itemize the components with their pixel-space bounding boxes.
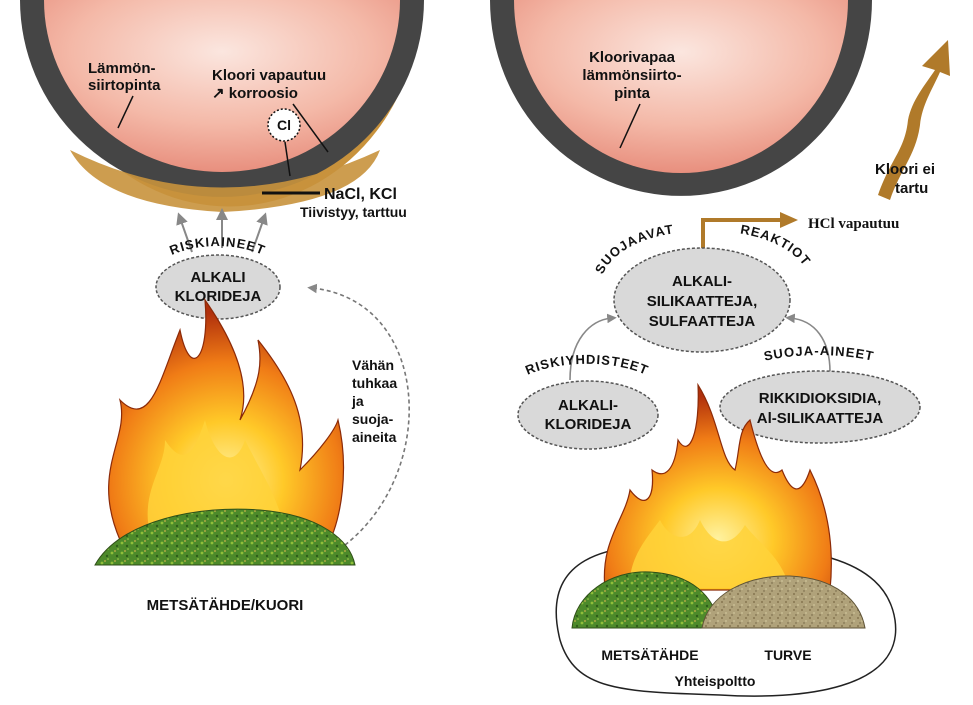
side-note-4: suoja-	[352, 411, 394, 427]
right-pipe-label-3: pinta	[614, 85, 650, 102]
side-note: Vähän tuhkaa ja suoja- aineita	[351, 357, 397, 445]
chlorine-release-label-1: Kloori vapautuu	[212, 67, 326, 84]
right-oval-label-1: RIKKIDIOKSIDIA,	[759, 390, 882, 407]
left-to-center-arrow	[570, 318, 612, 380]
chlorine-release-label-2: ↗ korroosio	[212, 85, 298, 102]
escape-label-1: Kloori ei	[875, 161, 935, 178]
right-panel: Kloorivapaa lämmönsiirto- pinta Kloori e…	[490, 0, 950, 696]
right-pipe-label-1: Kloorivapaa	[589, 49, 676, 66]
alkali-chlorides-label-1: ALKALI	[191, 269, 246, 286]
side-note-2: tuhkaa	[352, 375, 397, 391]
right-alkali-chlorides-oval	[518, 381, 658, 449]
left-oval-label-1: ALKALI-	[558, 397, 618, 414]
escape-label-2: tartu	[895, 180, 928, 197]
side-note-1: Vähän	[352, 357, 394, 373]
protective-agents-arc-label: SUOJA-AINEET	[762, 343, 875, 364]
condense-label: Tiivistyy, tarttuu	[300, 204, 407, 220]
center-oval-label-3: SULFAATTEJA	[649, 313, 756, 330]
alkali-chlorides-oval	[156, 255, 280, 319]
cl-symbol: Cl	[277, 117, 291, 133]
right-pipe-label-2: lämmönsiirto-	[582, 67, 681, 84]
center-oval-label-1: ALKALI-	[672, 273, 732, 290]
left-heat-transfer-pipe	[20, 0, 424, 206]
right-oval-label-2: Al-SILIKAATTEJA	[757, 410, 884, 427]
right-heat-transfer-pipe	[490, 0, 872, 196]
left-panel: Lämmön- siirtopinta Kloori vapautuu ↗ ko…	[20, 0, 424, 614]
right-fuel-right-label: TURVE	[764, 647, 811, 663]
left-fuel-label: METSÄTÄHDE/KUORI	[147, 597, 304, 614]
side-note-3: ja	[351, 393, 364, 409]
alkali-chlorides-label-2: KLORIDEJA	[175, 288, 262, 305]
cofiring-label: Yhteispoltto	[675, 673, 756, 689]
hcl-label: HCl vapautuu	[808, 216, 899, 232]
risk-compounds-arc-label: RISKIYHDISTEET	[523, 352, 651, 378]
left-flames	[109, 300, 344, 540]
left-oval-label-2: KLORIDEJA	[545, 416, 632, 433]
center-oval-label-2: SILIKAATTEJA,	[647, 293, 758, 310]
salts-label: NaCl, KCl	[324, 186, 397, 203]
left-pipe-label-2: siirtopinta	[88, 77, 161, 94]
hcl-arrow-head	[780, 212, 798, 228]
right-fuel-left-label: METSÄTÄHDE	[601, 647, 698, 663]
side-note-5: aineita	[352, 429, 397, 445]
left-pipe-label-1: Lämmön-	[88, 60, 156, 77]
